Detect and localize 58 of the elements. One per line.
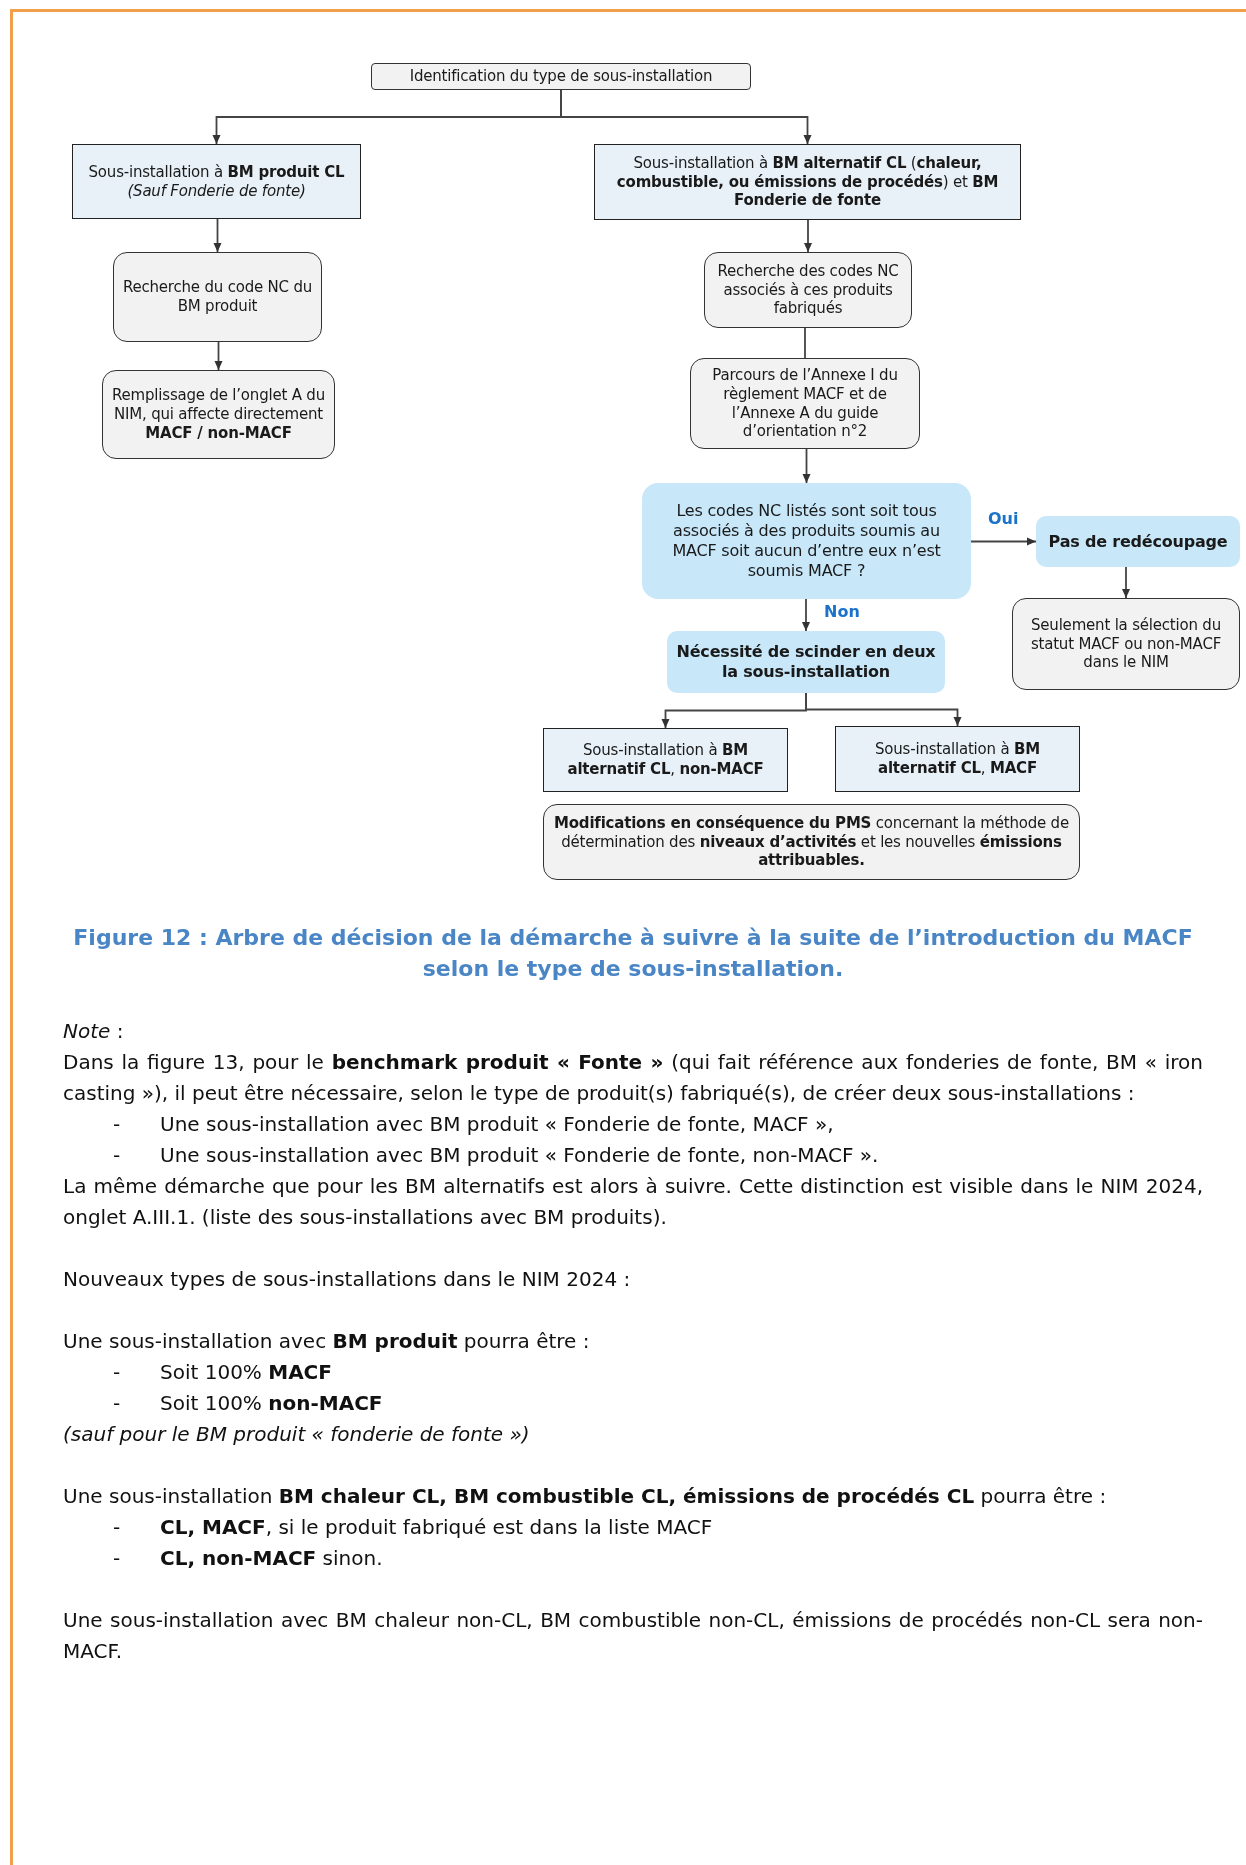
start-box bbox=[371, 63, 751, 90]
arrow bbox=[804, 219, 812, 253]
node-text: Sous-installation à BM alternatif CL, non-MACF bbox=[566, 741, 765, 779]
node-text: Modifications en conséquence du PMS concernant la méthode de détermination des niveaux d’activités et les nouvelles émissions attribuables. bbox=[553, 813, 1070, 871]
process-box bbox=[102, 370, 335, 459]
outcome-box bbox=[667, 631, 945, 693]
arrow bbox=[802, 448, 811, 484]
process-box bbox=[543, 804, 1080, 880]
node-text: Identification du type de sous-installation bbox=[409, 67, 713, 86]
node-text: Remplissage de l’onglet A du NIM, qui affecte directement MACF / non-MACF bbox=[111, 386, 326, 443]
arrow bbox=[214, 341, 223, 371]
category-box bbox=[72, 144, 361, 219]
arrow bbox=[805, 692, 962, 727]
list-item: CL, non-MACF sinon. bbox=[160, 1545, 384, 1572]
list-dash: - bbox=[112, 1545, 122, 1572]
arrow bbox=[802, 598, 810, 632]
node-text: Seulement la sélection du statut MACF ou non-MACF dans le NIM bbox=[1029, 615, 1223, 673]
list-dash: - bbox=[112, 1390, 122, 1417]
process-box bbox=[704, 252, 912, 328]
node-text: Sous-installation à BM alternatif CL, MACF bbox=[874, 740, 1041, 778]
list-item: Soit 100% MACF bbox=[160, 1359, 333, 1386]
node-text: Les codes NC listés sont soit tous associés à des produits soumis au MACF soit aucun d’entre eux n’est soumis MACF ? bbox=[671, 501, 942, 581]
arrow bbox=[213, 218, 222, 253]
arrow bbox=[560, 89, 812, 145]
node-text: Nécessité de scinder en deux la sous-installation bbox=[675, 642, 937, 682]
node-text: Parcours de l’Annexe I du règlement MACF et de l’Annexe A du guide d’orientation n°2 bbox=[711, 366, 899, 441]
arrow bbox=[970, 537, 1037, 546]
category-box bbox=[835, 726, 1080, 792]
paragraph: Une sous-installation avec BM chaleur non-CL, BM combustible non-CL, émissions de procédés non-CL sera non-MACF. bbox=[63, 1607, 1203, 1665]
list-dash: - bbox=[112, 1142, 122, 1169]
node-text: Recherche des codes NC associés à ces produits fabriqués bbox=[716, 261, 900, 319]
node-text: Sous-installation à BM produit CL (Sauf Fonderie de fonte) bbox=[87, 162, 346, 201]
node-text: Pas de redécoupage bbox=[1048, 531, 1228, 552]
paragraph: Dans la figure 13, pour le benchmark produit « Fonte » (qui fait référence aux fonderies de fonte, BM « iron casting »), il peut être nécessaire, selon le type de produit(s) fabriqué(s), de créer deux sous-installations : bbox=[63, 1049, 1203, 1107]
paragraph: Une sous-installation BM chaleur CL, BM combustible CL, émissions de procédés CL pourra être : bbox=[63, 1483, 1108, 1510]
node-text: Recherche du code NC du BM produit bbox=[122, 278, 313, 316]
paragraph: Nouveaux types de sous-installations dans le NIM 2024 : bbox=[63, 1266, 632, 1293]
paragraph: (sauf pour le BM produit « fonderie de fonte ») bbox=[63, 1421, 531, 1448]
list-item: Une sous-installation avec BM produit « Fonderie de fonte, MACF », bbox=[160, 1111, 835, 1138]
list-item: Une sous-installation avec BM produit « Fonderie de fonte, non-MACF ». bbox=[160, 1142, 880, 1169]
category-box bbox=[594, 144, 1021, 220]
category-box bbox=[543, 728, 788, 792]
list-item: Soit 100% non-MACF bbox=[160, 1390, 384, 1417]
node-text: Sous-installation à BM alternatif CL (chaleur, combustible, ou émissions de procédés) et BM Fonderie de fonte bbox=[615, 153, 1000, 211]
process-box bbox=[113, 252, 322, 342]
list-dash: - bbox=[112, 1514, 122, 1541]
list-item: CL, MACF, si le produit fabriqué est dans la liste MACF bbox=[160, 1514, 714, 1541]
figure-caption: Figure 12 : Arbre de décision de la démarche à suivre à la suite de l’introduction du MACF selon le type de sous-installation. bbox=[72, 924, 1194, 983]
outcome-box bbox=[1036, 516, 1240, 567]
paragraph: La même démarche que pour les BM alternatifs est alors à suivre. Cette distinction est visible dans le NIM 2024, onglet A.III.1. (liste des sous-installations avec BM produits). bbox=[63, 1173, 1203, 1231]
paragraph: Une sous-installation avec BM produit pourra être : bbox=[63, 1328, 591, 1355]
arrow bbox=[1122, 566, 1130, 599]
note-heading: Note : bbox=[63, 1018, 125, 1045]
decision-box bbox=[642, 483, 971, 599]
process-box bbox=[1012, 598, 1240, 690]
list-dash: - bbox=[112, 1359, 122, 1386]
list-dash: - bbox=[112, 1111, 122, 1138]
process-box bbox=[690, 358, 920, 449]
